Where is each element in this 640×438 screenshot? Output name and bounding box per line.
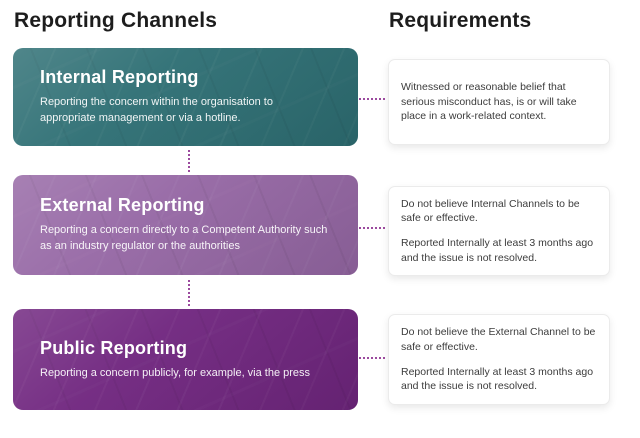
public-to-requirement-connector	[359, 357, 385, 359]
public-reporting-description: Reporting a concern publicly, for exampl…	[40, 366, 311, 379]
internal-to-requirement-connector	[359, 98, 385, 100]
external-requirement-text-1: Do not believe Internal Channels to be s…	[401, 197, 580, 225]
internal-reporting-heading: Internal Reporting	[40, 67, 199, 88]
internal-reporting-box: Internal Reporting Reporting the concern…	[13, 48, 358, 146]
requirements-title: Requirements	[389, 9, 532, 32]
public-reporting-box: Public Reporting Reporting a concern pub…	[13, 309, 358, 410]
public-requirement-text-1: Do not believe the External Channel to b…	[401, 326, 596, 353]
public-requirements-card: Do not believe the External Channel to b…	[388, 314, 610, 405]
external-requirement-text-2: Reported Internally at least 3 months ag…	[401, 237, 594, 264]
external-to-requirement-connector	[359, 227, 385, 229]
public-reporting-heading: Public Reporting	[40, 337, 188, 358]
reporting-channels-title: Reporting Channels	[14, 9, 218, 32]
external-to-public-connector	[188, 280, 190, 306]
internal-requirements-card: Witnessed or reasonable belief that seri…	[388, 59, 610, 145]
external-reporting-heading: External Reporting	[40, 195, 205, 216]
internal-requirement-text: Witnessed or reasonable belief that seri…	[401, 80, 577, 123]
external-requirements-card: Do not believe Internal Channels to be s…	[388, 186, 610, 276]
internal-reporting-description: Reporting the concern within the organis…	[40, 96, 273, 124]
internal-to-external-connector	[188, 150, 190, 172]
external-reporting-box: External Reporting Reporting a concern d…	[13, 175, 358, 275]
external-reporting-description: Reporting a concern directly to a Compet…	[40, 224, 328, 252]
public-requirement-text-2: Reported Internally at least 3 months ag…	[401, 365, 594, 393]
